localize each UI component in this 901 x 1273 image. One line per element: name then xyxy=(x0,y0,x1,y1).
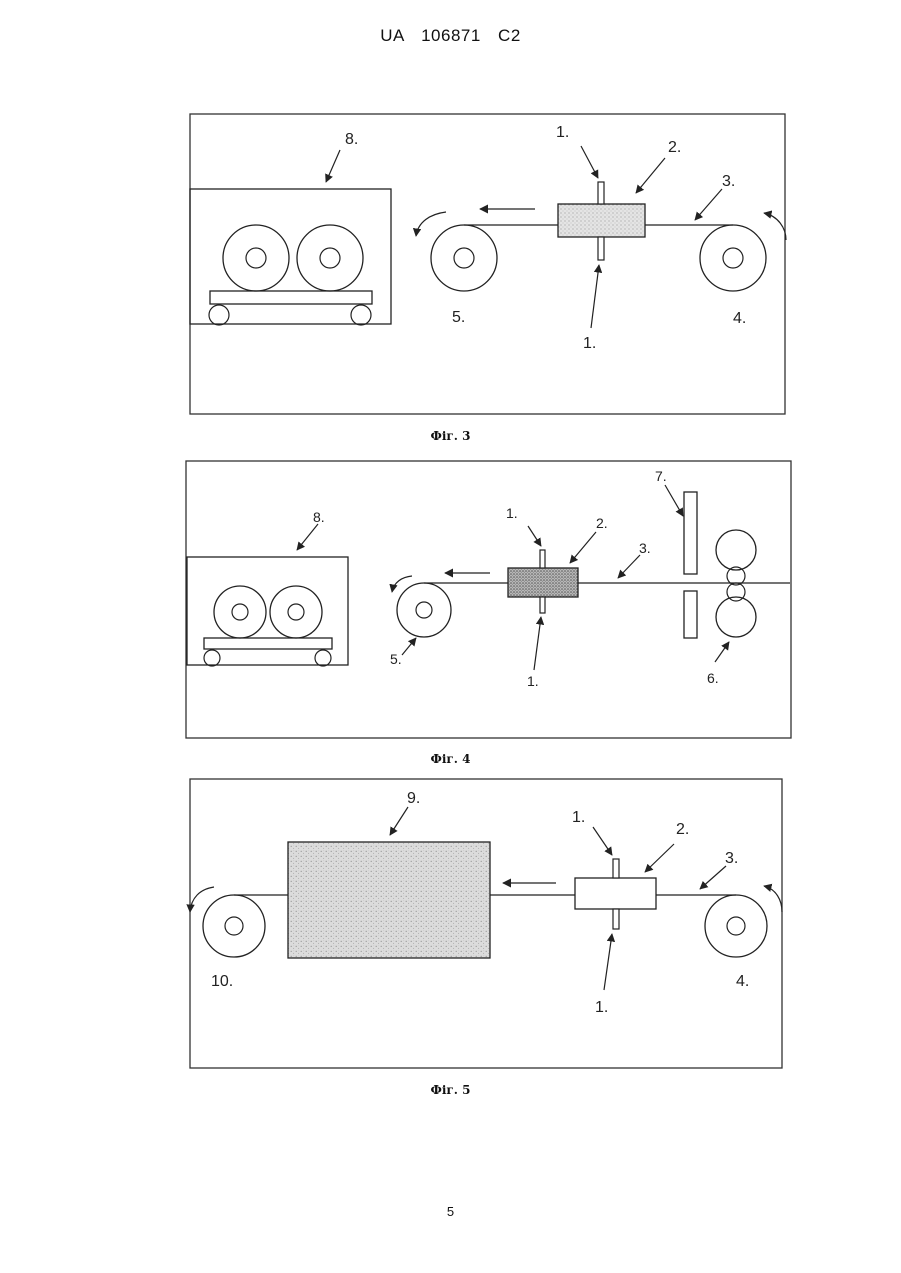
label-8: 8. xyxy=(313,509,325,525)
figure-4-caption: Фіг. 4 xyxy=(0,752,901,766)
label-5: 5. xyxy=(452,309,465,326)
figure-3-frame xyxy=(190,114,785,414)
figure-3-diagram: 8. 1. 2. 3. 5. 4. 1. xyxy=(0,105,901,425)
label-3: 3. xyxy=(725,850,738,867)
roll-10 xyxy=(203,895,265,957)
label-4: 4. xyxy=(736,973,749,990)
label-5: 5. xyxy=(390,651,402,667)
device-2 xyxy=(508,568,578,597)
electrode-1-bottom xyxy=(598,237,604,260)
label-9: 9. xyxy=(407,790,420,807)
figure-4-diagram: 8. 1. 2. 3. 7. 5. 1. 6. xyxy=(0,452,901,747)
page-number: 5 xyxy=(0,1204,901,1219)
figure-5-caption: Фіг. 5 xyxy=(0,1083,901,1097)
electrode-1-top xyxy=(613,859,619,878)
electrode-1-bottom xyxy=(540,597,545,613)
rotation-arrow-right xyxy=(764,886,782,912)
label-10: 10. xyxy=(211,973,233,990)
roll-5 xyxy=(431,225,497,291)
label-7: 7. xyxy=(655,468,667,484)
cutter-7-bottom xyxy=(684,591,697,638)
cart-8 xyxy=(190,189,391,325)
label-8: 8. xyxy=(345,131,358,148)
figure-4-frame xyxy=(186,461,791,738)
label-1-top: 1. xyxy=(572,809,585,826)
label-4: 4. xyxy=(733,310,746,327)
label-1-top: 1. xyxy=(556,124,569,141)
label-1-bottom: 1. xyxy=(595,999,608,1016)
cart-8 xyxy=(187,557,348,666)
label-1-top: 1. xyxy=(506,505,518,521)
label-2: 2. xyxy=(676,821,689,838)
rotation-arrow-right xyxy=(764,213,786,240)
cutter-7-top xyxy=(684,492,697,574)
label-3: 3. xyxy=(639,540,651,556)
label-6: 6. xyxy=(707,670,719,686)
label-2: 2. xyxy=(668,139,681,156)
electrode-1-top xyxy=(540,550,545,568)
roll-4 xyxy=(700,225,766,291)
label-1-bottom: 1. xyxy=(583,335,596,352)
label-2: 2. xyxy=(596,515,608,531)
roll-4 xyxy=(705,895,767,957)
electrode-1-bottom xyxy=(613,909,619,929)
patent-number-header: UA 106871 C2 xyxy=(0,26,901,46)
furnace-9 xyxy=(288,842,490,958)
rotation-arrow-left xyxy=(416,212,446,236)
electrode-1-top xyxy=(598,182,604,204)
figure-5-diagram: 9. 1. 2. 3. 10. 4. 1. xyxy=(0,772,901,1077)
device-2 xyxy=(558,204,645,237)
rotation-arrow-left xyxy=(190,887,214,912)
label-1-bottom: 1. xyxy=(527,673,539,689)
roll-5 xyxy=(397,583,451,637)
figure-3-caption: Фіг. 3 xyxy=(0,429,901,443)
label-3: 3. xyxy=(722,173,735,190)
rotation-arrow-left xyxy=(392,576,412,592)
device-2 xyxy=(575,878,656,909)
